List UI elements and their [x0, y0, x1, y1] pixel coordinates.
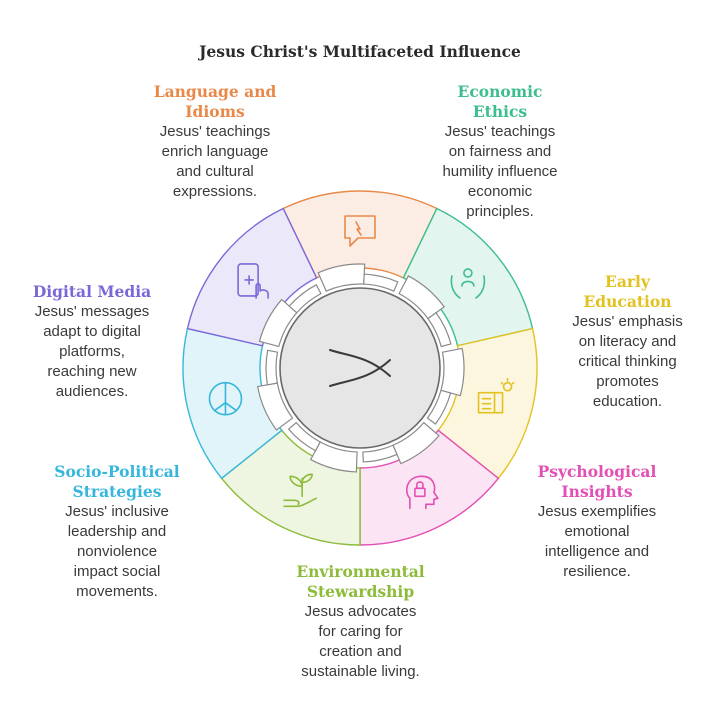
ring-step-education-0 [440, 347, 465, 397]
segment-description-line: Jesus' emphasis [572, 313, 683, 330]
segment-description-line: intelligence and [544, 543, 650, 560]
ring-step-psychological-0 [392, 421, 440, 465]
segment-description-line: sustainable living. [301, 663, 420, 680]
segment-description: Jesus' inclusive leadership and nonviolenc… [42, 502, 192, 602]
ring-step-education-1 [426, 389, 452, 425]
segment-description-line: Jesus' teachings [159, 123, 271, 140]
center-circle [279, 287, 441, 449]
segment-description-line: nonviolence [76, 543, 158, 560]
segment-description: Jesus' messages adapt to digital platforms… [22, 302, 162, 402]
segment-description-line: for caring for [318, 623, 403, 640]
segment-description-line: Jesus' teachings [444, 123, 556, 140]
segment-description-line: audiences. [55, 383, 129, 400]
segment-description-line: critical thinking [578, 353, 677, 370]
segment-heading-line: Environmental [296, 562, 425, 581]
ring-step-sociopolitical-1 [265, 349, 279, 386]
page-title: Jesus Christ's Multifaceted Influence [199, 42, 521, 61]
segment-description-line: impact social [73, 563, 161, 580]
segment-heading-line: Psychological [537, 462, 657, 481]
segment-description-line: leadership and [67, 523, 167, 540]
segment-heading-line: Socio-Political [54, 462, 180, 481]
segment-description-line: humility influence [442, 163, 558, 180]
hands-person-icon [450, 268, 486, 299]
segment-description-line: enrich language [161, 143, 269, 160]
ring-step-economic-1 [427, 311, 452, 348]
segment-description-line: adapt to digital [43, 323, 141, 340]
segment-description-line: creation and [319, 643, 402, 660]
segment-description-line: emotional [564, 523, 630, 540]
segment-heading-line: Economic [457, 82, 543, 101]
segment-heading-line: Idioms [185, 102, 245, 121]
ring-step-digital-0 [258, 298, 298, 348]
segment-description-line: promotes [596, 373, 659, 390]
segment-description-line: Jesus advocates [304, 603, 417, 620]
segment-description: Jesus advocates for caring for creation an… [283, 602, 438, 682]
segment-description-line: movements. [76, 583, 158, 600]
ring-step-language-1 [363, 273, 399, 292]
ring-step-sociopolitical-0 [256, 382, 294, 431]
segment-description-line: expressions. [172, 183, 258, 200]
ring-step-language-0 [317, 263, 366, 292]
segment-description: Jesus exemplifies emotional intelligence a… [522, 502, 672, 582]
segment-description-line: Jesus' messages [34, 303, 150, 320]
segment-heading-line: Ethics [472, 102, 528, 121]
ring-step-psychological-1 [362, 444, 398, 463]
segment-description-line: resilience. [563, 563, 631, 580]
segment-description-line: education. [592, 393, 663, 410]
segment-description-line: economic [467, 183, 533, 200]
segment-heading: Digital Media [22, 282, 162, 302]
segment-heading-line: Early [605, 272, 650, 291]
ring-step-environmental-0 [309, 441, 358, 473]
segment-heading-line: Digital Media [32, 282, 152, 301]
head-lock-icon [406, 475, 439, 510]
segment-description-line: reaching new [47, 363, 137, 380]
fish-symbol-icon [329, 349, 391, 387]
segment-heading-line: Language and [153, 82, 277, 101]
phone-touch-icon [237, 263, 269, 299]
ring-step-digital-1 [288, 283, 322, 314]
segment-label-digital-media: Digital Media Jesus' messages adapt to di… [22, 282, 162, 402]
segment-description: Jesus' emphasis on literacy and critical t… [555, 312, 700, 412]
segment-description-line: Jesus' inclusive [65, 503, 169, 520]
segment-description-line: on literacy and [578, 333, 677, 350]
segment-description-line: and cultural [176, 163, 254, 180]
segment-heading-line: Insights [561, 482, 633, 501]
segment-description-line: principles. [466, 203, 534, 220]
peace-sign-icon [208, 381, 243, 416]
book-lightbulb-icon [477, 377, 515, 414]
segment-heading-line: Education [583, 292, 672, 311]
segment-description: Jesus' teachings enrich language and cultu… [140, 122, 290, 202]
segment-description-line: on fairness and [448, 143, 552, 160]
segment-description-line: platforms, [59, 343, 125, 360]
segment-description-line: Jesus exemplifies [537, 503, 657, 520]
ring-step-economic-0 [398, 275, 445, 320]
segment-heading-line: Strategies [72, 482, 162, 501]
ring-step-environmental-1 [287, 421, 322, 452]
segment-description: Jesus' teachings on fairness and humility … [420, 122, 580, 222]
speech-bubble-icon [344, 215, 376, 247]
segment-heading-line: Stewardship [306, 582, 415, 601]
hand-plant-icon [283, 473, 317, 508]
